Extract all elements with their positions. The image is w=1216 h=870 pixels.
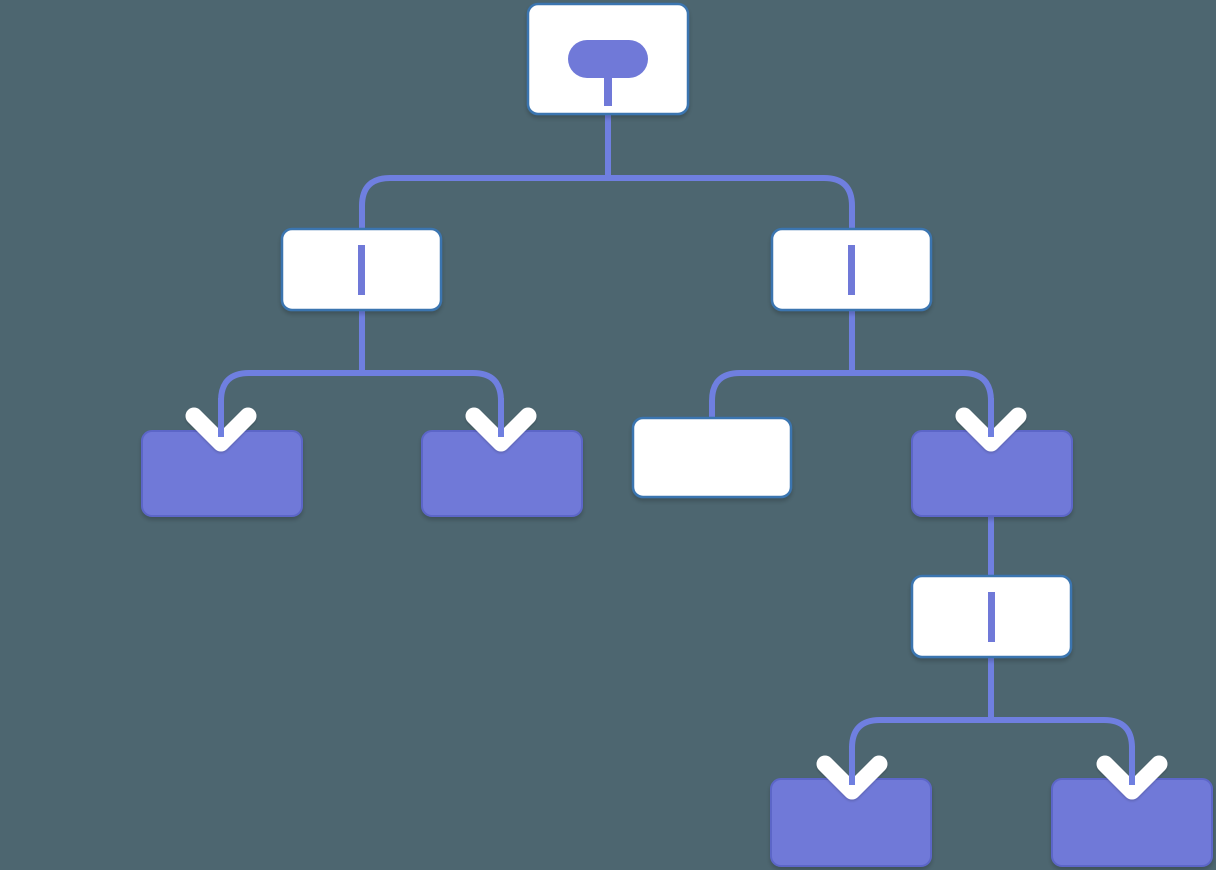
node-n3[interactable] xyxy=(770,227,933,312)
arrowhead-down-icon-a1 xyxy=(185,407,257,452)
node-n6-shape[interactable] xyxy=(631,416,793,499)
arrowhead-down-icon-a5 xyxy=(1096,755,1168,800)
node-n8[interactable] xyxy=(910,574,1073,659)
node-n6[interactable] xyxy=(631,416,793,499)
node-n3-through-line xyxy=(848,245,855,295)
node-n1-badge-stem xyxy=(604,74,612,106)
edge-n1-n2 xyxy=(359,104,611,229)
node-n2-through-line xyxy=(358,245,365,295)
arrowhead-down-icon-a2 xyxy=(465,407,537,452)
node-n1-root[interactable] xyxy=(526,2,690,116)
arrowhead-down-icon-a4 xyxy=(816,755,888,800)
arrowhead-layer xyxy=(185,407,1168,800)
edge-layer-under xyxy=(218,104,1135,785)
edge-n1-n3 xyxy=(608,175,855,229)
edge-n3-n6 xyxy=(709,310,855,418)
arrowhead-down-icon-a3 xyxy=(955,407,1027,452)
node-n1-badge-pill xyxy=(568,40,648,78)
node-n8-through-line xyxy=(988,592,995,642)
node-n2[interactable] xyxy=(280,227,443,312)
edge-layer-over xyxy=(218,398,1135,785)
